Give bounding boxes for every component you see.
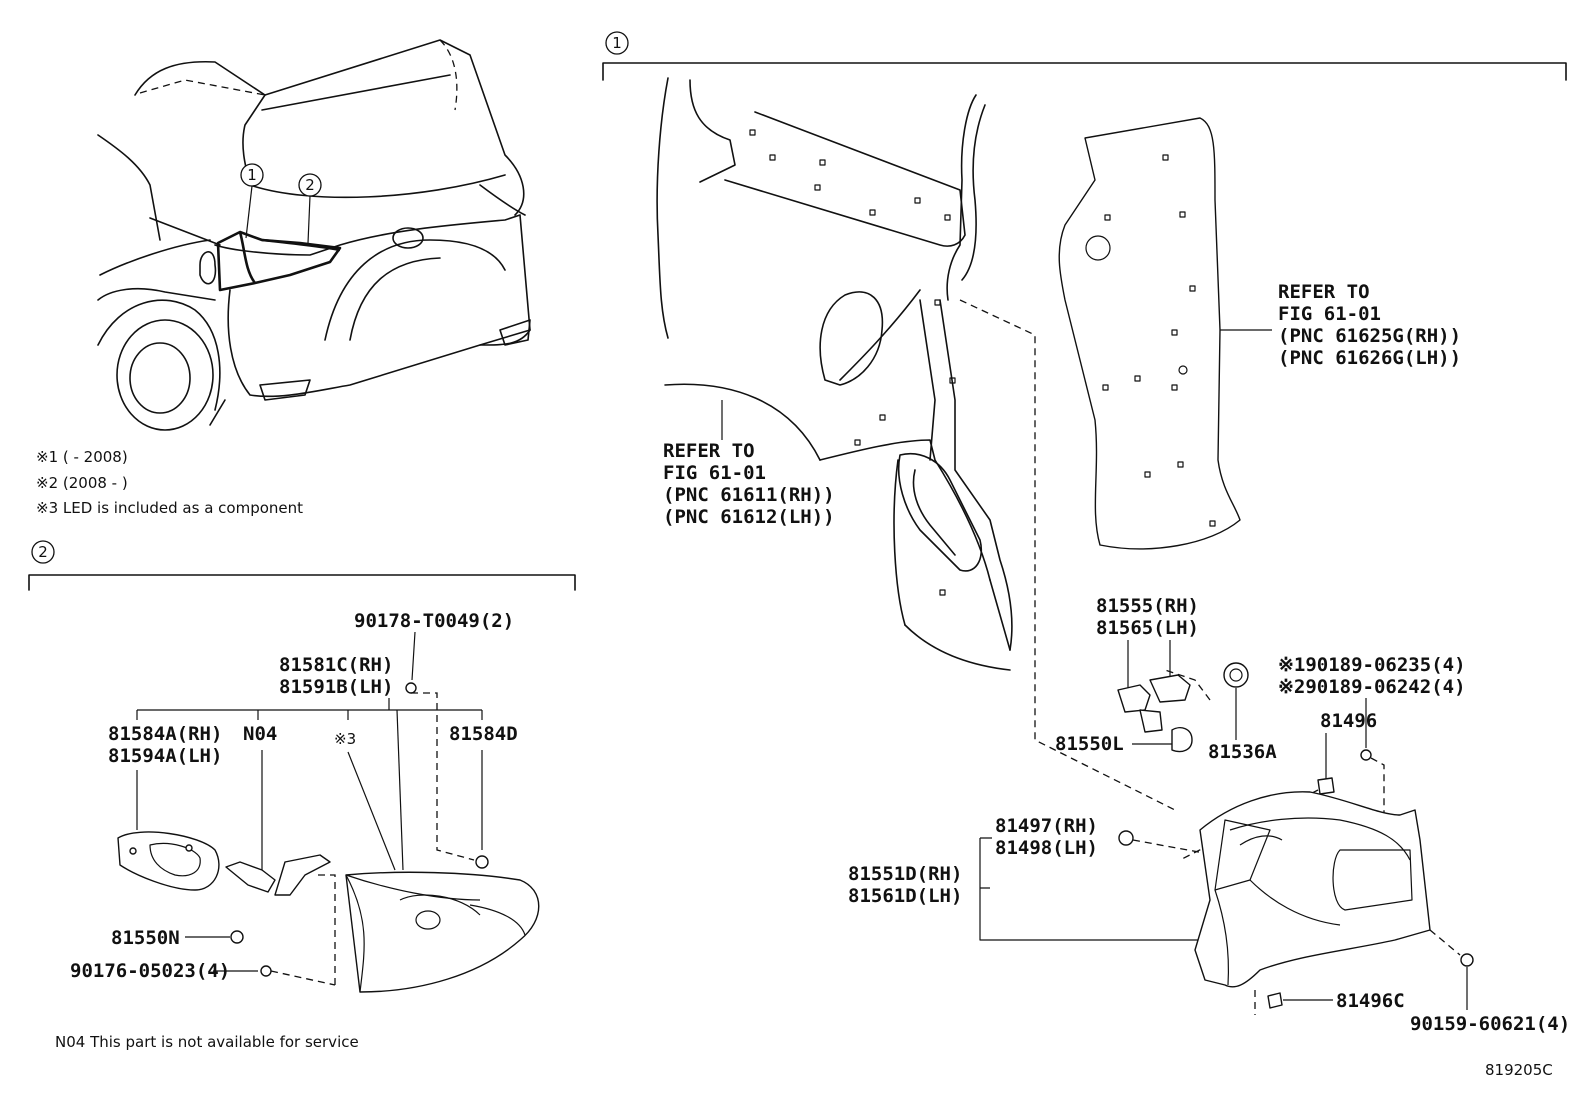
- refer-upper-line-2: FIG 61-01: [1278, 303, 1381, 325]
- section-1-marker: [605, 31, 629, 55]
- section-1: 1 REFER TO FIG 61-01 (PNC 61611(RH)): [602, 31, 1570, 1035]
- label-81591b: 81591B(LH): [279, 676, 393, 698]
- label-81584a: 81584A(RH): [108, 723, 222, 745]
- section-2: 2 90178-T0049(2) 81581C(RH) 81591B(LH) 8…: [28, 540, 576, 993]
- socket-wire-n04: [225, 861, 276, 893]
- bulb-81550l: [1171, 727, 1193, 753]
- label-n04: N04: [243, 723, 277, 745]
- note-1: ※1 ( - 2008): [36, 448, 128, 466]
- label-81551d: 81551D(RH): [848, 863, 962, 885]
- footer-note: N04 This part is not available for servi…: [55, 1033, 359, 1051]
- label-81584d: 81584D: [449, 723, 518, 745]
- note-3: ※3 LED is included as a component: [36, 499, 303, 517]
- led-module: [274, 854, 331, 896]
- figure-id: 819205C: [1485, 1061, 1553, 1079]
- section-2-marker: [31, 540, 55, 564]
- label-81594a: 81594A(LH): [108, 745, 222, 767]
- refer-lower-line-4: (PNC 61612(LH)): [663, 506, 835, 528]
- label-81536a: 81536A: [1208, 741, 1277, 763]
- clip-90178: [405, 682, 417, 694]
- gasket-81584a: [117, 831, 220, 891]
- clip-81584d: [475, 855, 489, 869]
- refer-upper-line-1: REFER TO: [1278, 281, 1370, 303]
- label-90159-60621: 90159-60621(4): [1410, 1013, 1570, 1035]
- label-81496: 81496: [1320, 710, 1377, 732]
- screw-90176: [260, 965, 272, 977]
- label-81550l: 81550L: [1055, 733, 1124, 755]
- section-2-bracket: [28, 574, 576, 591]
- clip-90189: [1360, 749, 1372, 761]
- label-81561d: 81561D(LH): [848, 885, 962, 907]
- screw-90159: [1460, 953, 1474, 967]
- socket-81555: [1117, 684, 1151, 713]
- callout-2-text: 2: [305, 176, 315, 194]
- section-1-bracket: [602, 62, 1567, 81]
- refer-upper-line-4: (PNC 61626G(LH)): [1278, 347, 1461, 369]
- note-2: ※2 (2008 - ): [36, 474, 128, 492]
- socket-81565: [1149, 674, 1191, 703]
- clip-81496: [1317, 777, 1335, 795]
- inner-panel: [1058, 117, 1241, 550]
- label-mark-3: ※3: [334, 730, 356, 748]
- label-90176-05023: 90176-05023(4): [70, 960, 230, 982]
- clip-81496c: [1267, 992, 1283, 1009]
- grommet-81536a: [1223, 662, 1249, 688]
- refer-upper-line-3: (PNC 61625G(RH)): [1278, 325, 1461, 347]
- refer-lower-line-3: (PNC 61611(RH)): [663, 484, 835, 506]
- section-1-number: 1: [612, 34, 622, 52]
- callout-1-text: 1: [247, 166, 257, 184]
- label-90189-06242: ※290189-06242(4): [1278, 676, 1466, 698]
- label-81498: 81498(LH): [995, 837, 1098, 859]
- inner-lamp-81581c: [345, 871, 540, 993]
- label-81581c: 81581C(RH): [279, 654, 393, 676]
- label-81497: 81497(RH): [995, 815, 1098, 837]
- refer-lower-line-2: FIG 61-01: [663, 462, 766, 484]
- label-81550n: 81550N: [111, 927, 180, 949]
- bulb-81550n: [230, 930, 244, 944]
- refer-lower-line-1: REFER TO: [663, 440, 755, 462]
- section-2-number: 2: [38, 543, 48, 561]
- vehicle-overview: 1 2: [97, 39, 531, 431]
- label-90189-06235: ※190189-06235(4): [1278, 654, 1466, 676]
- label-81565: 81565(LH): [1096, 617, 1199, 639]
- label-81496c: 81496C: [1336, 990, 1405, 1012]
- clip-81497: [1118, 830, 1134, 846]
- label-90178-t0049: 90178-T0049(2): [354, 610, 514, 632]
- label-81555: 81555(RH): [1096, 595, 1199, 617]
